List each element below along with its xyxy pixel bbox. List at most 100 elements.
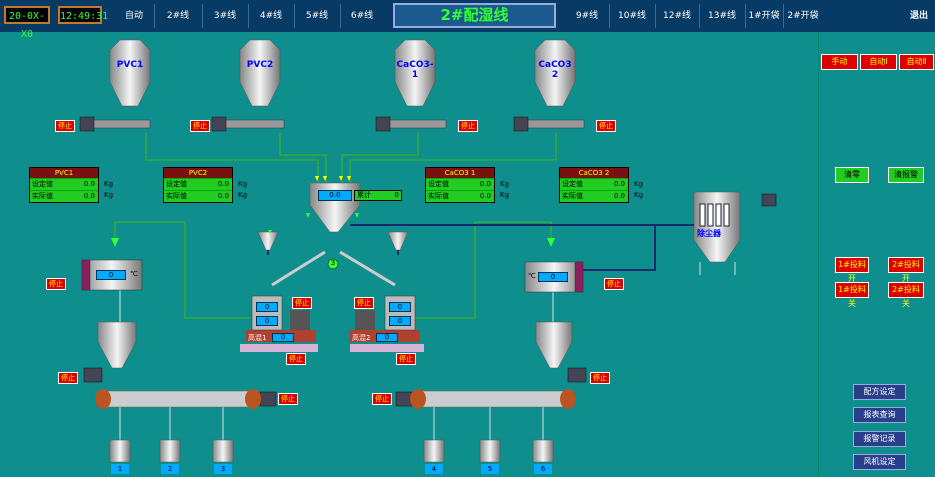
heater-1-temp: 0 — [96, 270, 126, 280]
heater-2-unit: ℃ — [528, 272, 536, 280]
feed-1-close-button[interactable]: 1#投料关 — [835, 282, 869, 308]
silo-label-pvc1: PVC1 — [116, 60, 144, 70]
auto-1-mode-button[interactable]: 自动Ⅰ — [860, 54, 897, 70]
setpoint-value: 0.0 — [613, 180, 625, 188]
mixer-1-label: 高混1 — [248, 334, 267, 342]
info-table-pvc2: PVC2 设定值 0.0 实际值 0.0 — [163, 167, 233, 203]
setpoint-label: 设定值 — [428, 180, 449, 188]
recipe-settings-button[interactable]: 配方设定 — [853, 384, 906, 400]
scale-total-box: 累计 0 — [354, 190, 402, 201]
stop-button-heater-1[interactable]: 停止 — [46, 278, 66, 290]
stop-button-conveyor-feed-2[interactable]: 停止 — [590, 372, 610, 384]
actual-label: 实际值 — [32, 192, 53, 200]
scale-total-label: 累计 — [357, 191, 371, 199]
stop-button-heater-2[interactable]: 停止 — [604, 278, 624, 290]
actual-unit: Kg — [500, 191, 510, 199]
mixer-2-value-2: 0 — [389, 316, 411, 326]
heater-1-unit: ℃ — [130, 270, 138, 278]
nav-bag-2[interactable]: 2#开袋 — [787, 11, 819, 21]
heater-2-temp: 0 — [538, 272, 568, 282]
stop-button-pvc2[interactable]: 停止 — [190, 120, 210, 132]
info-table-title: PVC2 — [164, 168, 232, 178]
nav-auto[interactable]: 自动 — [114, 4, 155, 28]
exit-button[interactable]: 退出 — [909, 11, 928, 21]
info-table-title: CaCO3 2 — [560, 168, 628, 178]
actual-value: 0.0 — [479, 192, 491, 200]
nav-line-5[interactable]: 5#线 — [294, 4, 341, 28]
manual-mode-button[interactable]: 手动 — [821, 54, 858, 70]
stop-button-mixer-2-top[interactable]: 停止 — [354, 297, 374, 309]
info-table-title: PVC1 — [30, 168, 98, 178]
stop-button-mixer-1-top[interactable]: 停止 — [292, 297, 312, 309]
actual-value: 0.0 — [217, 192, 229, 200]
nav-line-12[interactable]: 12#线 — [655, 4, 700, 28]
info-table-title: CaCO3 1 — [426, 168, 494, 178]
mixer-2-label: 高混2 — [352, 334, 371, 342]
mixer-1-readout: 0 — [272, 333, 294, 342]
nav-line-3[interactable]: 3#线 — [202, 4, 249, 28]
date-display: 20-0X-X0 — [4, 6, 50, 40]
stop-button-caco3-2[interactable]: 停止 — [596, 120, 616, 132]
stop-button-caco3-1[interactable]: 停止 — [458, 120, 478, 132]
mixer-1-value-1: 0 — [256, 302, 278, 312]
actual-label: 实际值 — [166, 192, 187, 200]
fan-settings-button[interactable]: 风机设定 — [853, 454, 906, 470]
clear-alarm-button[interactable]: 清报警 — [888, 167, 924, 183]
feed-1-open-button[interactable]: 1#投料开 — [835, 257, 869, 283]
mixer-2-value-1: 0 — [389, 302, 411, 312]
mixer-2-readout: 0 — [376, 333, 398, 342]
nav-line-9[interactable]: 9#线 — [565, 4, 610, 28]
report-query-button[interactable]: 报表查询 — [853, 407, 906, 423]
outlet-2: 2 — [161, 464, 179, 474]
setpoint-unit: Kg — [634, 180, 644, 188]
actual-label: 实际值 — [562, 192, 583, 200]
info-table-caco3-1: CaCO3 1 设定值 0.0 实际值 0.0 — [425, 167, 495, 203]
stop-button-mixer-2[interactable]: 停止 — [396, 353, 416, 365]
nav-bag-1[interactable]: 1#开袋 — [745, 4, 784, 28]
setpoint-unit: Kg — [500, 180, 510, 188]
outlet-1: 1 — [111, 464, 129, 474]
stop-button-pvc1[interactable]: 停止 — [55, 120, 75, 132]
actual-label: 实际值 — [428, 192, 449, 200]
setpoint-value: 0.0 — [479, 180, 491, 188]
auto-2-mode-button[interactable]: 自动Ⅱ — [899, 54, 934, 70]
actual-unit: Kg — [238, 191, 248, 199]
nav-line-10[interactable]: 10#线 — [609, 4, 656, 28]
valve-number: 3 — [330, 259, 336, 267]
reset-button[interactable]: 清零 — [835, 167, 869, 183]
scale-total-value: 0 — [394, 191, 399, 199]
silo-label-caco3-2: CaCO3 2 — [538, 60, 572, 80]
alarm-log-button[interactable]: 报警记录 — [853, 431, 906, 447]
feed-2-open-button[interactable]: 2#投料开 — [888, 257, 924, 283]
setpoint-unit: Kg — [238, 180, 248, 188]
actual-unit: Kg — [104, 191, 114, 199]
mixer-1-value-2: 0 — [256, 316, 278, 326]
stop-button-mixer-1[interactable]: 停止 — [286, 353, 306, 365]
silo-label-pvc2: PVC2 — [246, 60, 274, 70]
setpoint-label: 设定值 — [166, 180, 187, 188]
outlet-3: 3 — [214, 464, 232, 474]
setpoint-value: 0.0 — [83, 180, 95, 188]
time-display: 12:49:31 — [58, 6, 108, 24]
outlet-5: 5 — [481, 464, 499, 474]
top-bar: 20-0X-X0 12:49:31 自动 2#线 3#线 4#线 5#线 6#线… — [0, 0, 935, 40]
feed-2-close-button[interactable]: 2#投料关 — [888, 282, 924, 308]
stop-button-conveyor-feed-1[interactable]: 停止 — [58, 372, 78, 384]
nav-line-6[interactable]: 6#线 — [350, 11, 374, 21]
silo-label-caco3-1: CaCO3-1 — [396, 60, 434, 80]
actual-value: 0.0 — [83, 192, 95, 200]
actual-unit: Kg — [634, 191, 644, 199]
nav-line-2[interactable]: 2#线 — [154, 4, 203, 28]
control-panel — [818, 32, 935, 477]
nav-line-4[interactable]: 4#线 — [248, 4, 295, 28]
setpoint-label: 设定值 — [562, 180, 583, 188]
stop-button-belt-2[interactable]: 停止 — [372, 393, 392, 405]
stop-button-belt-1[interactable]: 停止 — [278, 393, 298, 405]
nav-line-13[interactable]: 13#线 — [699, 4, 746, 28]
scale-weight: 0.0 — [318, 190, 352, 201]
page-title: 2#配湿线 — [393, 3, 556, 28]
setpoint-value: 0.0 — [217, 180, 229, 188]
